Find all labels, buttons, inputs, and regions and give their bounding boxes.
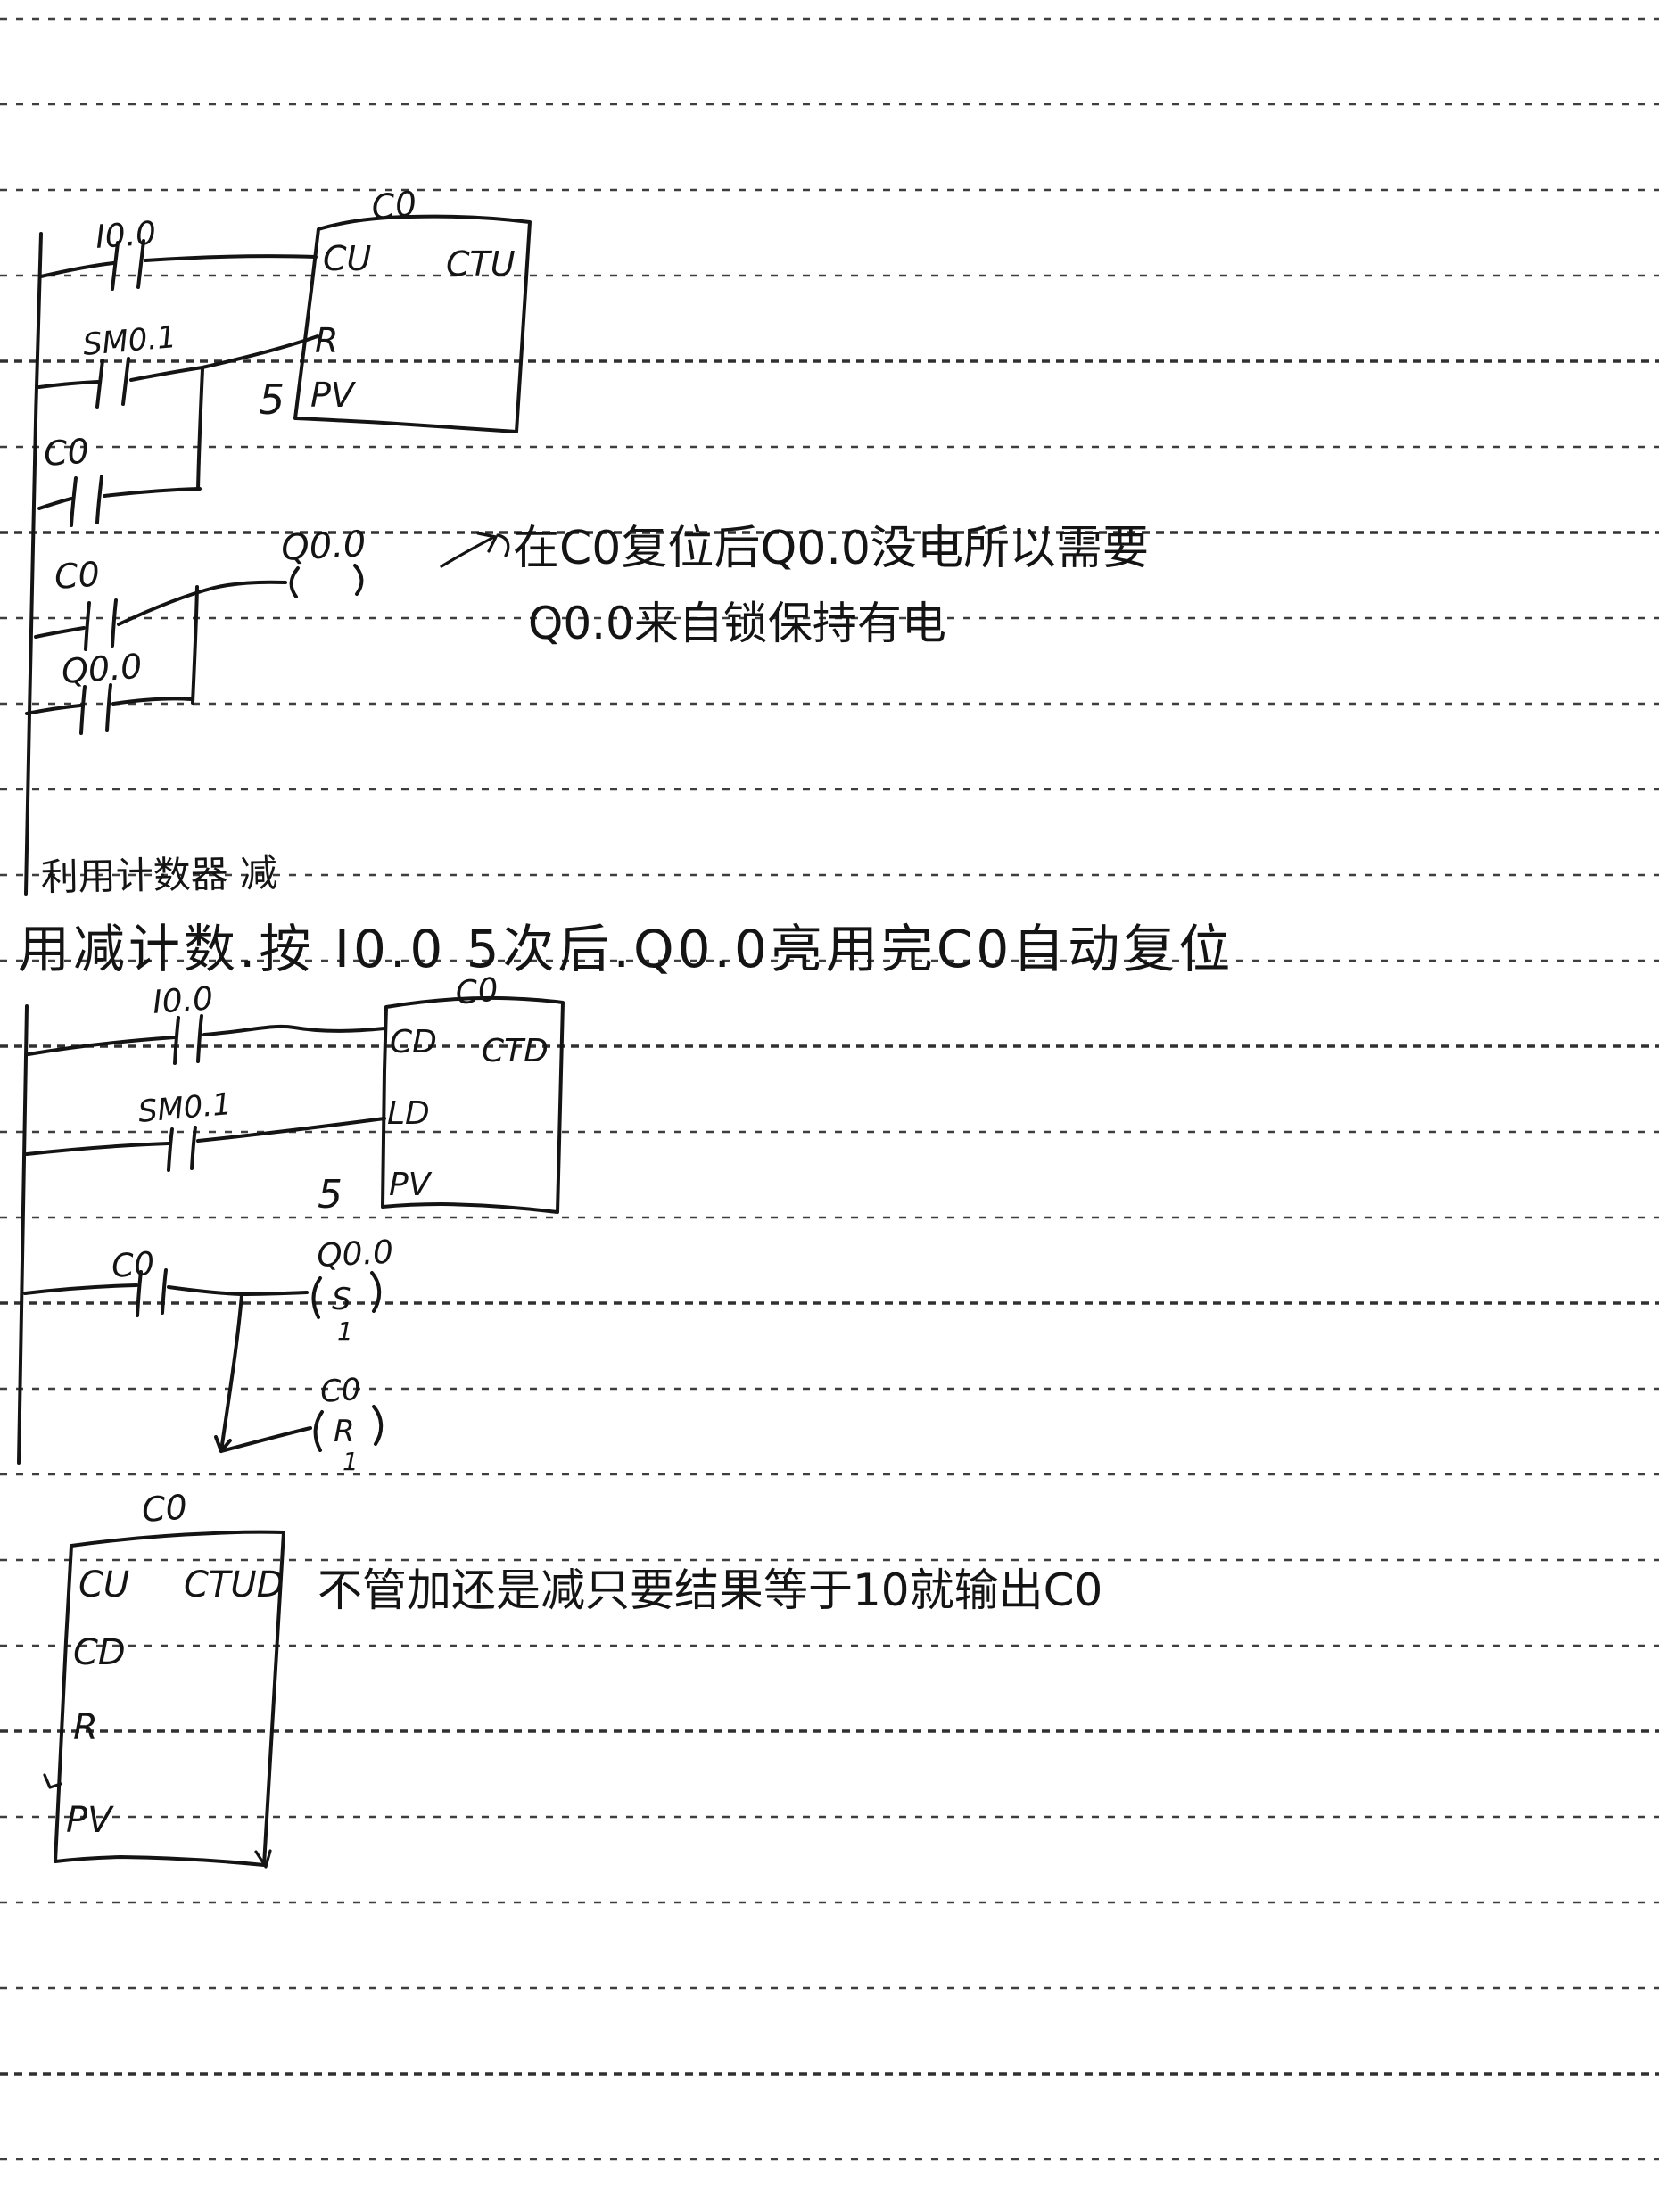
ladder3-ctud-block: C0 CU CTUD CD R PV 不管加还是减只要结果等于10就输出C0 — [43, 1488, 1102, 1869]
ruled-lines — [0, 17, 1659, 2161]
set-coil-symbol: S — [332, 1282, 351, 1317]
contact-icon — [167, 1126, 197, 1172]
notes-text: 利用计数器 减 用减计数.按 I0.0 5次后.Q0.0亮用完C0自动复位 — [18, 851, 1234, 979]
block-type-label: CTU — [446, 244, 516, 284]
contact-icon — [95, 357, 130, 409]
wire — [37, 380, 100, 389]
coil-label-q00: Q0.0 — [280, 524, 367, 569]
block-type-label: CTD — [482, 1033, 549, 1069]
contact-icon — [136, 1268, 168, 1317]
wire — [111, 697, 193, 706]
reset-coil-operand: C0 — [319, 1372, 362, 1410]
wire — [202, 1024, 386, 1036]
contact-label-i00: I0.0 — [95, 215, 158, 256]
coil-icon — [289, 564, 364, 598]
heading-description: 用减计数.按 I0.0 5次后.Q0.0亮用完C0自动复位 — [18, 919, 1234, 979]
ladder2-ctd-network: I0.0 C0 CD CTD LD PV 5 SM0.1 C0 Q0.0 S 1… — [17, 971, 565, 1476]
wire — [23, 1283, 138, 1295]
pin-label-ld: LD — [387, 1095, 430, 1132]
wire — [25, 704, 82, 715]
contact-icon — [173, 1014, 203, 1065]
wire — [196, 1117, 386, 1143]
counter-box — [54, 1530, 285, 1867]
contact-label-c0: C0 — [111, 1246, 156, 1285]
wire — [39, 261, 115, 278]
wire — [103, 487, 202, 498]
contact-label-c0: C0 — [54, 555, 102, 597]
annotation-line1: 在C0复位后Q0.0没电所以需要 — [513, 522, 1149, 575]
set-coil-icon — [311, 1271, 382, 1319]
wire — [129, 334, 319, 382]
counter-box — [381, 995, 565, 1214]
branch-wire — [214, 1293, 243, 1453]
pin-label-r: R — [73, 1707, 98, 1748]
contact-label-i00: I0.0 — [152, 980, 215, 1021]
pin-label-pv: PV — [389, 1167, 433, 1203]
set-coil-operand: Q0.0 — [316, 1234, 394, 1275]
wire — [219, 1426, 312, 1453]
wire — [144, 254, 318, 262]
rail-arrowhead-icon — [43, 1773, 272, 1869]
contact-label-c0: C0 — [43, 432, 91, 474]
pin-label-pv: PV — [310, 376, 357, 415]
counter-name-label: C0 — [369, 184, 418, 227]
wire — [34, 626, 86, 639]
wire — [37, 497, 73, 510]
pin-label-r: R — [315, 321, 338, 360]
pin-label-cu: CU — [323, 239, 372, 278]
branch-wire — [196, 367, 204, 491]
power-rail — [17, 1004, 29, 1465]
counter-box — [293, 214, 532, 433]
pin-label-pv: PV — [66, 1800, 114, 1841]
pin-label-cd: CD — [73, 1632, 126, 1673]
power-rail — [24, 232, 43, 896]
preset-value: 5 — [259, 376, 285, 424]
wire — [25, 1142, 170, 1156]
wire — [167, 1285, 309, 1296]
contact-icon — [70, 475, 103, 527]
pin-label-cd: CD — [390, 1024, 437, 1061]
reset-coil-count: 1 — [343, 1447, 359, 1476]
counter-name-label: C0 — [141, 1488, 189, 1530]
annotation-arrow-icon — [440, 532, 510, 568]
reset-coil-icon — [313, 1405, 384, 1452]
counter-name-label: C0 — [454, 971, 500, 1012]
ctud-annotation: 不管加还是减只要结果等于10就输出C0 — [318, 1564, 1102, 1616]
contact-icon — [84, 598, 118, 651]
annotation-line2: Q0.0来自锁保持有电 — [528, 598, 946, 649]
set-coil-count: 1 — [337, 1316, 353, 1346]
wire — [117, 580, 287, 626]
preset-value: 5 — [318, 1172, 343, 1217]
contact-label-sm01: SM0.1 — [136, 1086, 233, 1130]
contact-label-q00-latch: Q0.0 — [61, 647, 144, 691]
pin-label-cu: CU — [78, 1564, 129, 1605]
branch-wire — [191, 585, 199, 705]
ladder1-ctu-network: I0.0 C0 CU CTU R PV 5 SM0.1 C0 C0 Q0.0 Q… — [24, 184, 1149, 896]
contact-icon — [111, 239, 145, 291]
wire — [27, 1036, 177, 1056]
contact-label-sm01: SM0.1 — [81, 319, 177, 363]
heading-counter-down: 利用计数器 减 — [40, 851, 277, 899]
reset-coil-symbol: R — [334, 1414, 355, 1449]
contact-icon — [79, 683, 112, 735]
block-type-label: CTUD — [184, 1564, 284, 1605]
